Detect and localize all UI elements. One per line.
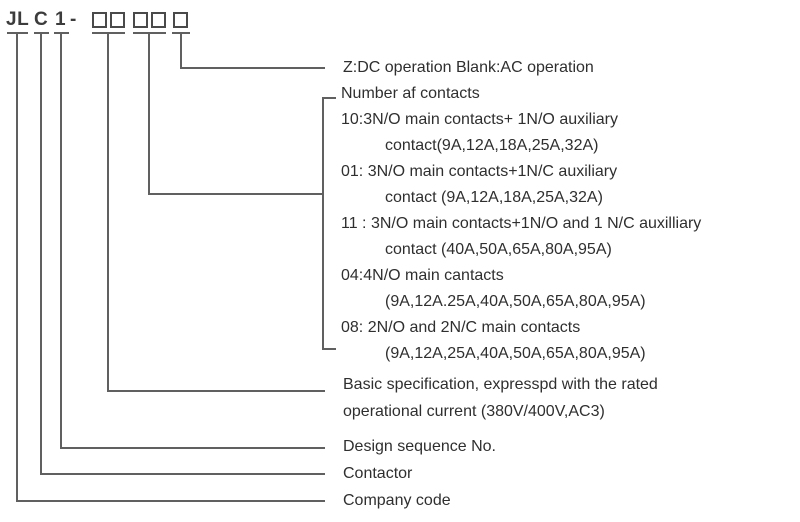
- connector-run-sequence: [60, 447, 325, 449]
- model-code-contactor: C: [34, 9, 49, 30]
- digit-box-icon: [92, 12, 107, 28]
- label-design-sequence: Design sequence No.: [343, 438, 496, 455]
- connector-run-contacts: [148, 193, 324, 195]
- contact-option: 10:3N/O main contacts+ 1N/O auxiliary: [341, 111, 619, 128]
- digit-box-icon: [173, 12, 188, 28]
- contact-option: 01: 3N/O main contacts+1N/C auxiliary: [341, 163, 618, 180]
- connector-run-basic-spec: [107, 390, 325, 392]
- contacts-block: Number af contacts 10:3N/O main contacts…: [341, 81, 701, 367]
- connector-line-operation: [180, 32, 182, 69]
- label-basic-spec: Basic specification, expresspd with the …: [343, 371, 658, 425]
- label-company-code: Company code: [343, 492, 451, 509]
- connector-line-contacts: [148, 32, 150, 195]
- connector-run-operation: [180, 67, 325, 69]
- label-operation: Z:DC operation Blank:AC operation: [343, 59, 594, 76]
- contact-option: 08: 2N/O and 2N/C main contacts: [341, 319, 581, 336]
- connector-line-sequence: [60, 32, 62, 449]
- digit-box-icon: [110, 12, 125, 28]
- model-code-sequence: 1: [55, 9, 67, 30]
- contact-option: 04:4N/O main cantacts: [341, 267, 504, 284]
- label-basic-spec-line1: Basic specification, expresspd with the …: [343, 376, 658, 393]
- connector-line-contactor: [40, 32, 42, 475]
- contact-detail: contact(9A,12A,18A,25A,32A): [385, 137, 599, 154]
- connector-line-company: [16, 32, 18, 502]
- label-basic-spec-line2: operational current (380V/400V,AC3): [343, 403, 605, 420]
- contact-detail: contact (40A,50A,65A,80A,95A): [385, 241, 612, 258]
- model-code-company: JL: [6, 9, 30, 30]
- connector-run-company: [16, 500, 325, 502]
- digit-box-icon: [133, 12, 148, 28]
- model-code-separator: -: [70, 9, 77, 30]
- connector-line-basic-spec: [107, 32, 109, 392]
- contacts-bracket-top-tick: [322, 97, 336, 99]
- contacts-title: Number af contacts: [341, 85, 480, 102]
- contact-option: 11 : 3N/O main contacts+1N/O and 1 N/C a…: [341, 215, 702, 232]
- contacts-bracket-bottom-tick: [322, 348, 336, 350]
- connector-run-contactor: [40, 473, 325, 475]
- contact-detail: (9A,12A.25A,40A,50A,65A,80A,95A): [385, 293, 646, 310]
- digit-box-icon: [151, 12, 166, 28]
- label-contactor: Contactor: [343, 465, 413, 482]
- contact-detail: contact (9A,12A,18A,25A,32A): [385, 189, 603, 206]
- contact-detail: (9A,12A,25A,40A,50A,65A,80A,95A): [385, 345, 646, 362]
- contacts-bracket: [322, 97, 324, 350]
